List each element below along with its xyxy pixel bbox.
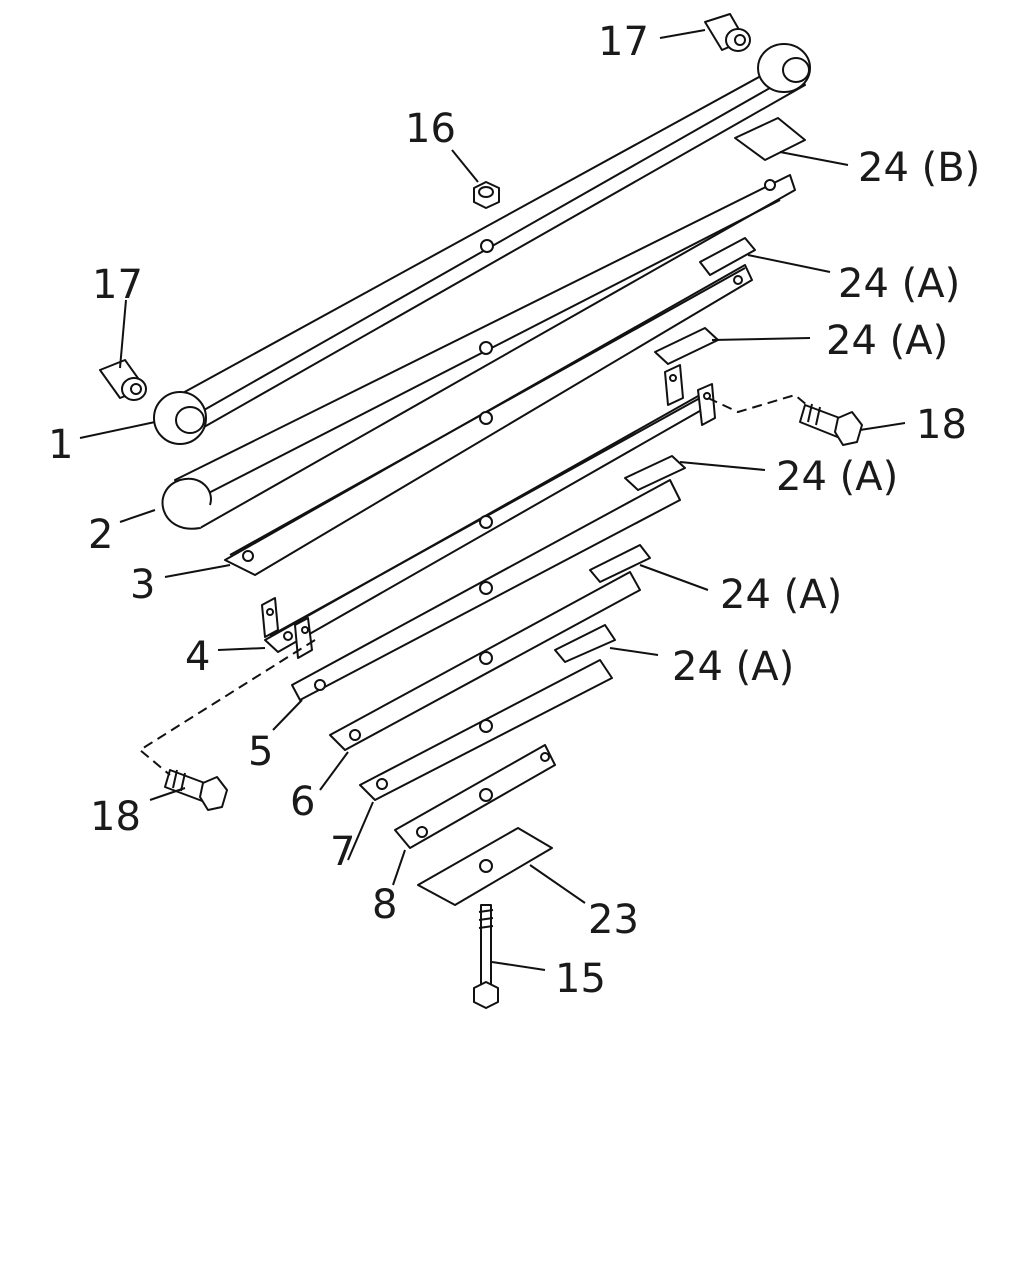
callout-5: 5 — [248, 729, 273, 775]
callout-18-left: 18 — [90, 794, 141, 840]
pad-24a-3 — [624, 455, 686, 491]
callout-1: 1 — [48, 422, 73, 468]
callout-24a-1: 24 (A) — [838, 261, 960, 307]
leaf-4-with-clips — [261, 364, 716, 659]
leaf-7 — [359, 659, 613, 801]
bolt-axis-left — [138, 639, 316, 776]
pad-24b — [734, 117, 806, 161]
callout-16: 16 — [405, 106, 456, 152]
bushing-17-left — [99, 359, 147, 401]
leaf-2 — [161, 174, 796, 530]
callout-17-left: 17 — [92, 262, 143, 308]
leaf-3 — [224, 264, 753, 576]
callout-24a-5: 24 (A) — [672, 644, 794, 690]
leaf-5 — [291, 479, 681, 701]
bolt-18-right — [799, 403, 863, 446]
callout-17-top: 17 — [598, 19, 649, 65]
callouts: 17 16 24 (B) 24 (A) 24 (A) 17 18 1 24 (A… — [48, 19, 980, 1002]
pad-24a-4 — [589, 544, 651, 583]
pad-24a-2 — [654, 327, 719, 365]
callout-24a-2: 24 (A) — [826, 318, 948, 364]
center-bolt-15 — [473, 904, 499, 1009]
callout-24a-4: 24 (A) — [720, 572, 842, 618]
callout-7: 7 — [330, 829, 355, 875]
pad-24a-1 — [699, 237, 756, 276]
leaf-8 — [394, 744, 556, 849]
leaf-6 — [329, 571, 641, 751]
leader-lines — [79, 29, 906, 971]
leaf-1-main-leaf — [153, 43, 811, 445]
bolt-18-left — [164, 769, 228, 811]
callout-8: 8 — [372, 882, 397, 928]
nut-16 — [473, 181, 500, 209]
callout-6: 6 — [290, 779, 315, 825]
callout-3: 3 — [130, 562, 155, 608]
callout-4: 4 — [185, 634, 210, 680]
pad-24a-5 — [554, 624, 616, 663]
callout-23: 23 — [588, 897, 639, 943]
callout-24a-3: 24 (A) — [776, 454, 898, 500]
callout-2: 2 — [88, 512, 113, 558]
plate-23 — [417, 827, 553, 906]
bolt-axis-right — [707, 393, 809, 414]
bushing-17-top — [704, 13, 751, 52]
callout-24b: 24 (B) — [858, 145, 980, 191]
callout-15: 15 — [555, 956, 606, 1002]
callout-18-right: 18 — [916, 402, 967, 448]
